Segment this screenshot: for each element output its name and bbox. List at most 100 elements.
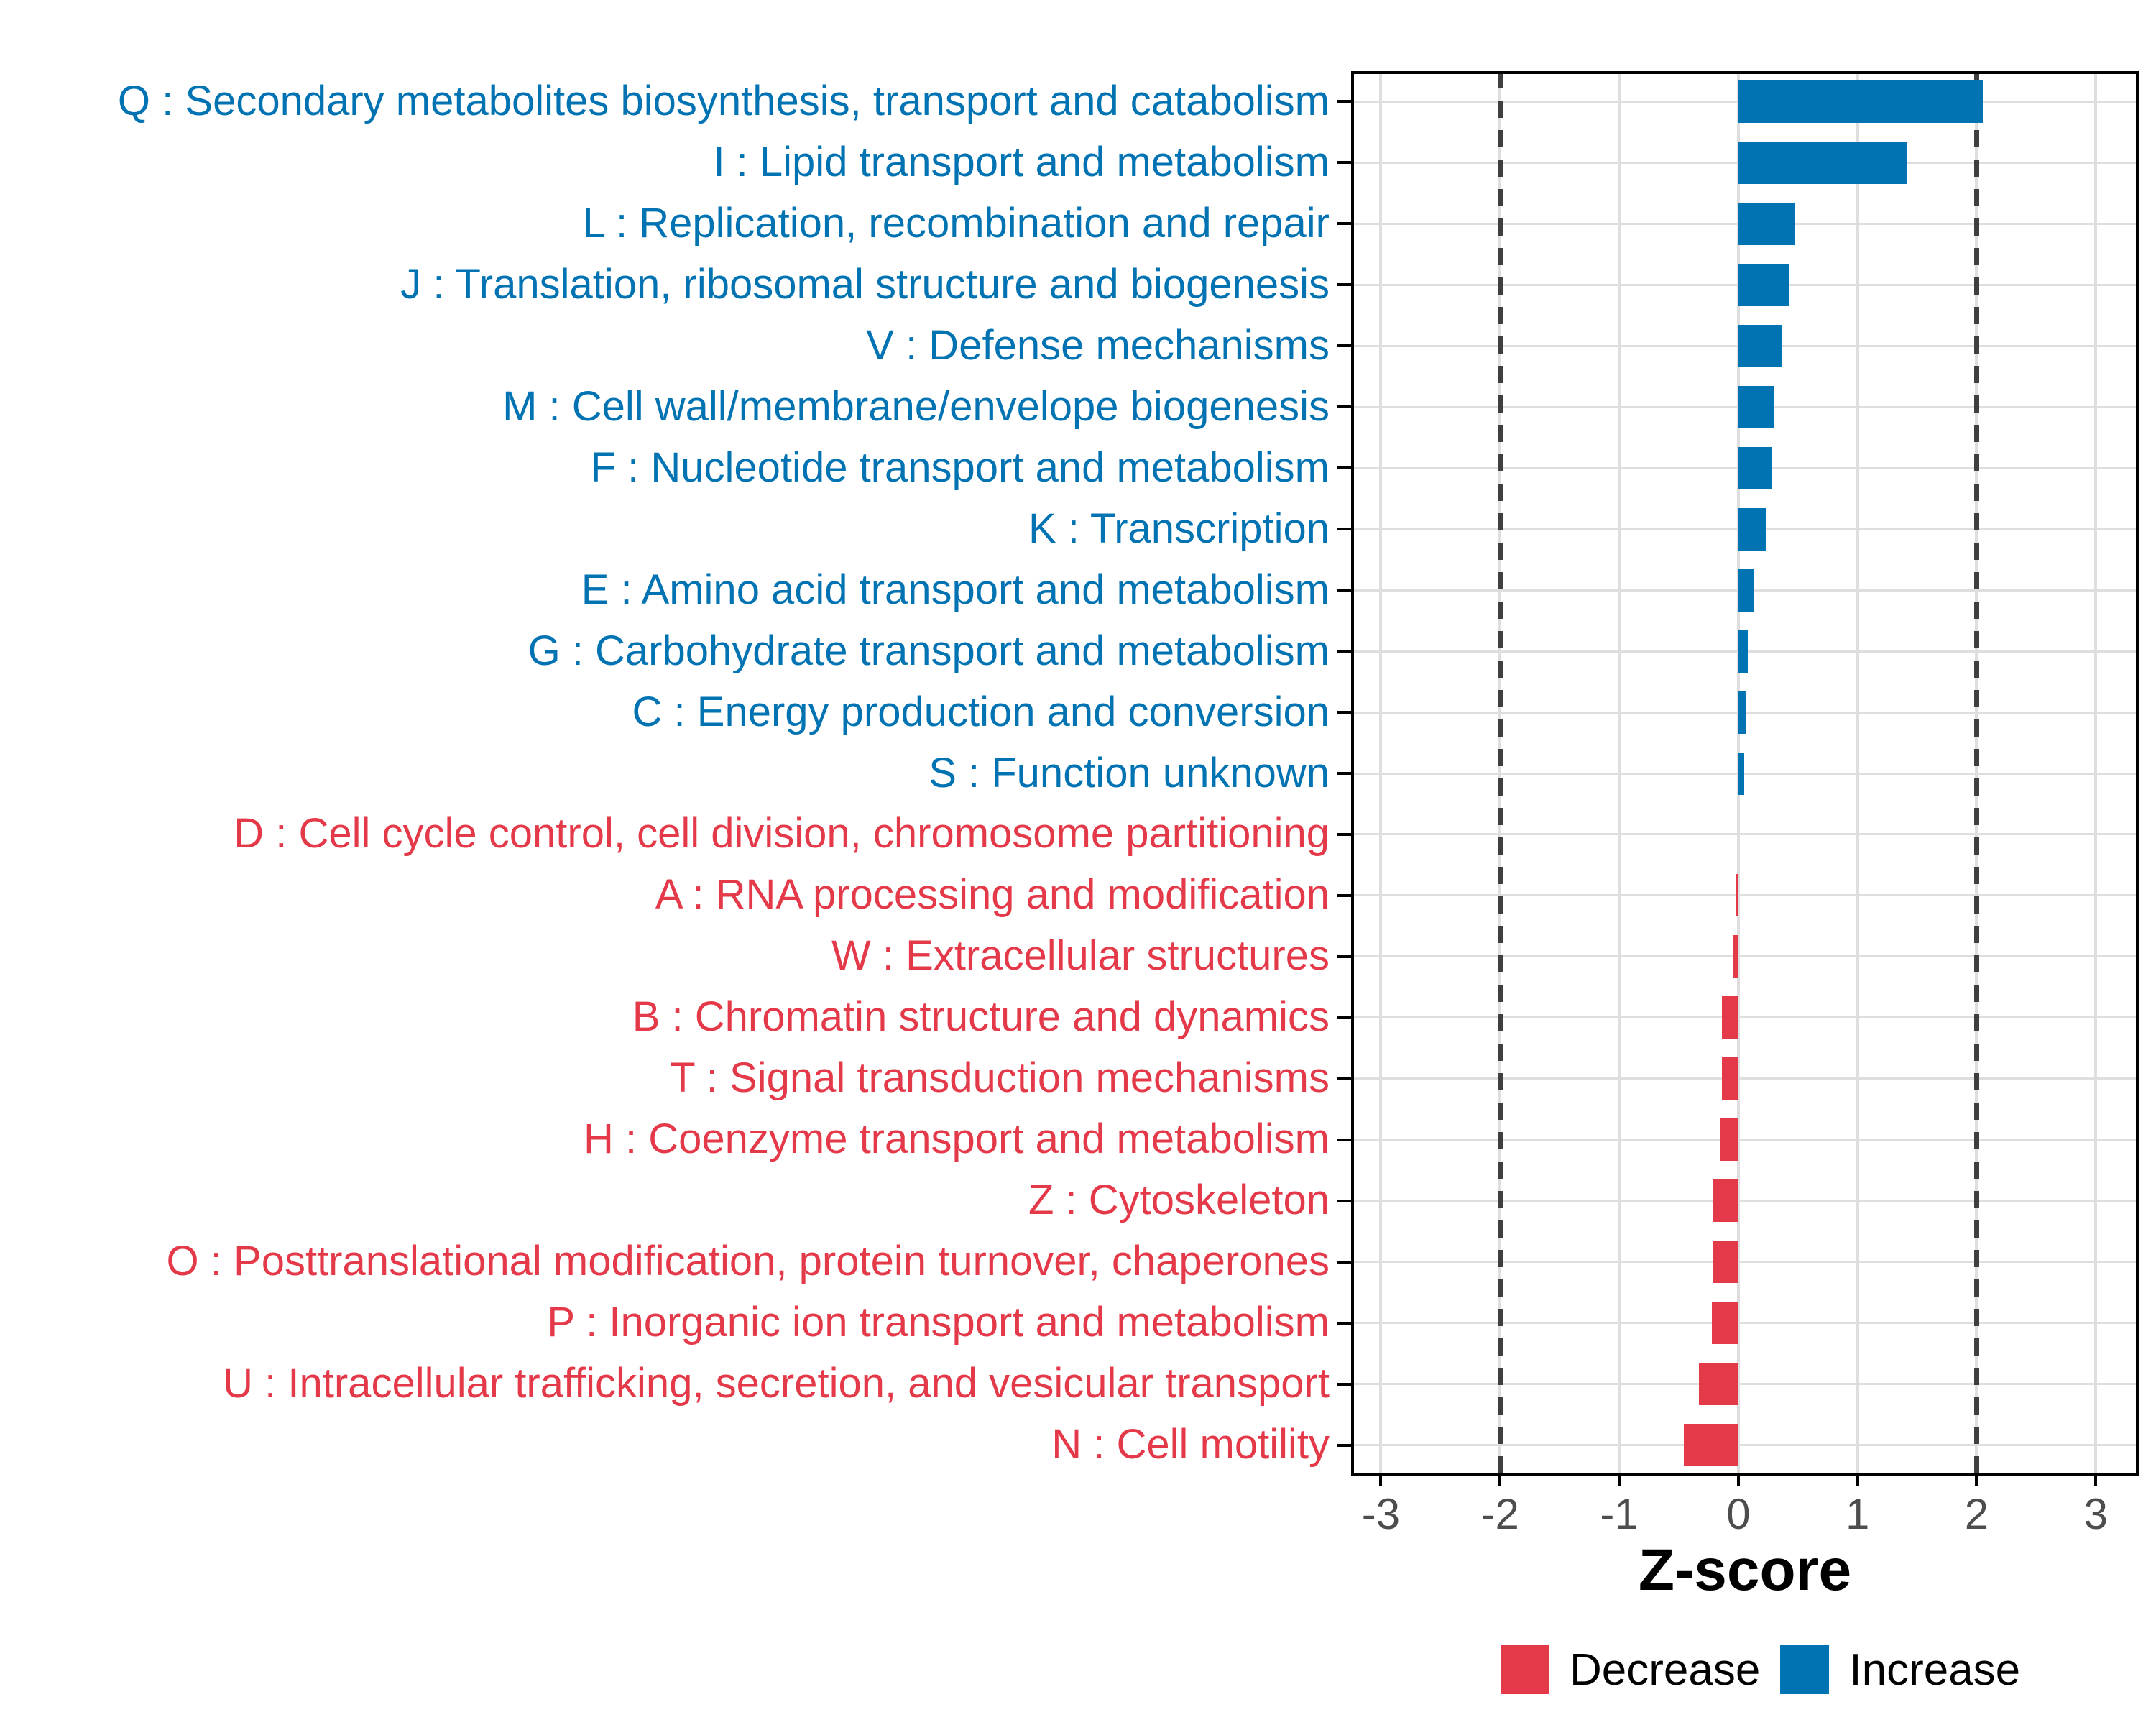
category-label-I: I : Lipid transport and metabolism [713, 138, 1330, 185]
y-tick-H [1337, 1138, 1351, 1141]
x-tick-label--1: -1 [1600, 1490, 1639, 1538]
category-label-A: A : RNA processing and modification [655, 871, 1330, 919]
x-axis-title: Z-score [1638, 1537, 1852, 1603]
bar-M [1738, 385, 1774, 428]
bar-S [1738, 752, 1745, 795]
bar-K [1738, 507, 1766, 551]
y-tick-F [1337, 466, 1351, 470]
bar-V [1738, 324, 1782, 367]
x-tick-label-0: 0 [1726, 1490, 1751, 1538]
gridline-row-A [1351, 894, 2139, 897]
y-tick-B [1337, 1016, 1351, 1019]
x-tick--1 [1618, 1476, 1621, 1486]
reference-line-2 [1973, 71, 1979, 1476]
bar-I [1738, 141, 1907, 184]
gridline-x-3 [2094, 71, 2098, 1476]
category-label-C: C : Energy production and conversion [632, 688, 1330, 735]
y-tick-U [1337, 1382, 1351, 1386]
y-tick-A [1337, 893, 1351, 897]
bar-F [1738, 446, 1772, 489]
x-tick-2 [1975, 1476, 1978, 1486]
x-tick-label-3: 3 [2083, 1490, 2108, 1538]
bar-C [1738, 691, 1746, 734]
gridline-x--1 [1618, 71, 1621, 1476]
category-label-Q: Q : Secondary metabolites biosynthesis, … [117, 78, 1330, 124]
bar-W [1732, 935, 1738, 978]
legend-key-decrease [1501, 1645, 1549, 1694]
y-tick-Z [1337, 1199, 1351, 1202]
y-tick-O [1337, 1260, 1351, 1264]
category-label-M: M : Cell wall/membrane/envelope biogenes… [502, 382, 1330, 430]
x-tick-label--3: -3 [1361, 1490, 1401, 1538]
gridline-row-D [1351, 833, 2139, 836]
gridline-row-W [1351, 955, 2139, 958]
y-tick-K [1337, 528, 1351, 531]
gridline-row-T [1351, 1077, 2139, 1080]
y-tick-E [1337, 589, 1351, 592]
y-tick-M [1337, 405, 1351, 409]
x-tick-3 [2094, 1476, 2098, 1486]
bar-L [1738, 202, 1796, 245]
bar-O [1713, 1241, 1738, 1284]
gridline-row-H [1351, 1138, 2139, 1141]
y-tick-P [1337, 1321, 1351, 1325]
category-label-T: T : Signal transduction mechanisms [670, 1054, 1330, 1102]
y-tick-W [1337, 954, 1351, 958]
y-tick-G [1337, 650, 1351, 653]
y-tick-Q [1337, 100, 1351, 104]
gridline-row-Z [1351, 1200, 2139, 1202]
legend-key-increase [1780, 1645, 1830, 1694]
y-tick-I [1337, 161, 1351, 165]
y-tick-S [1337, 772, 1351, 775]
bar-T [1721, 1057, 1738, 1100]
y-tick-D [1337, 832, 1351, 836]
gridline-row-N [1351, 1444, 2139, 1447]
bar-Z [1713, 1179, 1738, 1223]
category-label-B: B : Chromatin structure and dynamics [632, 993, 1330, 1041]
legend: Decrease Increase [1501, 1644, 2020, 1695]
category-label-H: H : Coenzyme transport and metabolism [584, 1116, 1330, 1163]
x-tick-0 [1736, 1476, 1740, 1486]
category-label-E: E : Amino acid transport and metabolism [581, 566, 1330, 613]
x-tick--3 [1379, 1476, 1383, 1486]
gridline-row-O [1351, 1261, 2139, 1264]
x-tick-label-1: 1 [1846, 1490, 1870, 1538]
gridline-row-U [1351, 1383, 2139, 1386]
legend-label-increase: Increase [1849, 1644, 2021, 1695]
y-tick-J [1337, 283, 1351, 287]
category-label-J: J : Translation, ribosomal structure and… [400, 260, 1330, 308]
gridline-x-1 [1856, 71, 1859, 1476]
bar-J [1738, 263, 1790, 306]
bar-P [1712, 1302, 1738, 1345]
bar-G [1738, 630, 1749, 673]
legend-label-decrease: Decrease [1570, 1644, 1761, 1695]
y-tick-N [1337, 1443, 1351, 1447]
category-label-P: P : Inorganic ion transport and metaboli… [547, 1299, 1330, 1346]
y-tick-T [1337, 1077, 1351, 1080]
category-label-W: W : Extracellular structures [831, 932, 1330, 980]
category-label-Z: Z : Cytoskeleton [1028, 1177, 1330, 1224]
category-label-U: U : Intracellular trafficking, secretion… [223, 1360, 1330, 1407]
category-label-G: G : Carbohydrate transport and metabolis… [528, 627, 1330, 674]
category-label-F: F : Nucleotide transport and metabolism [590, 443, 1330, 491]
bar-B [1721, 996, 1738, 1039]
y-tick-L [1337, 222, 1351, 226]
bar-H [1720, 1118, 1738, 1162]
bar-A [1736, 874, 1738, 917]
category-label-K: K : Transcription [1028, 505, 1330, 552]
gridline-row-P [1351, 1322, 2139, 1325]
plot-panel [1351, 71, 2139, 1476]
x-tick-label--2: -2 [1480, 1490, 1519, 1538]
category-label-D: D : Cell cycle control, cell division, c… [234, 810, 1330, 857]
y-tick-C [1337, 711, 1351, 714]
y-tick-V [1337, 344, 1351, 348]
bar-Q [1738, 80, 1983, 123]
gridline-row-S [1351, 772, 2139, 775]
x-tick--2 [1498, 1476, 1502, 1486]
category-label-V: V : Defense mechanisms [866, 321, 1330, 369]
category-label-S: S : Function unknown [929, 749, 1330, 796]
x-tick-1 [1856, 1476, 1859, 1486]
category-label-O: O : Posttranslational modification, prot… [166, 1238, 1330, 1285]
bar-E [1738, 569, 1754, 612]
